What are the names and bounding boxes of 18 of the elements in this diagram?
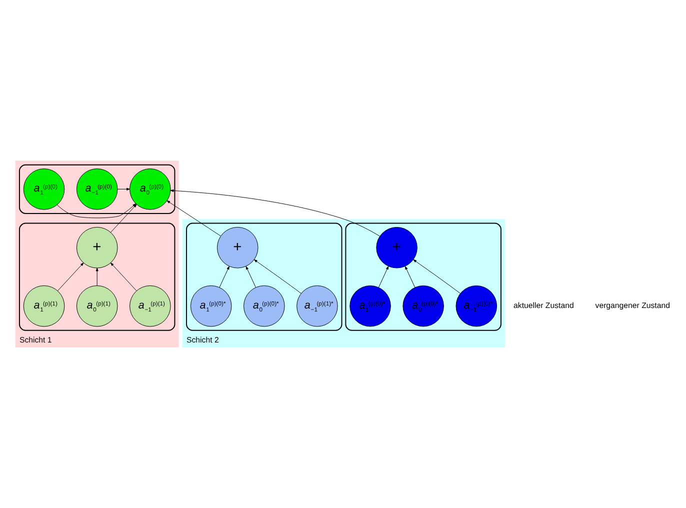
arrow: [378, 266, 389, 288]
label: vergangener Zustand: [595, 300, 670, 310]
arrow: [57, 262, 84, 292]
cluster: [18, 222, 176, 331]
node-circle: +: [76, 226, 118, 268]
arrow: [246, 266, 256, 288]
arrow: [170, 189, 380, 236]
arrow: [166, 200, 221, 236]
cluster: [186, 222, 342, 331]
arrow: [96, 268, 98, 286]
arrow: [404, 266, 416, 288]
label: aktueller Zustand: [514, 300, 574, 310]
arrow: [117, 188, 130, 190]
arrow: [254, 259, 302, 294]
arrow: [413, 259, 461, 294]
arrow: [110, 262, 137, 292]
arrow: [219, 266, 230, 288]
cluster: [345, 222, 502, 331]
